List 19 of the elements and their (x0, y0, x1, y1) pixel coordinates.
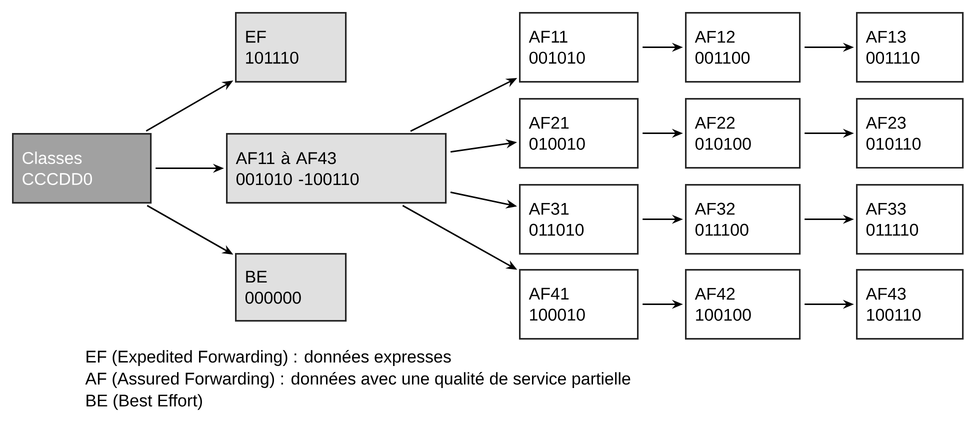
code-box: AF11 001010 (519, 12, 639, 83)
legend-note: EF (Expedited Forwarding) : données expresses (86, 350, 451, 366)
legend-note: AF (Assured Forwarding) : données avec une qualité de service partielle (85, 372, 630, 388)
code-box: AF41 100010 (519, 269, 639, 340)
code-box: Classes CCCDD0 (12, 133, 152, 204)
code-box: AF23 010110 (856, 98, 964, 169)
code-box: AF11 à AF43 001010 -100110 (226, 133, 447, 204)
code-box: AF13 001110 (856, 12, 964, 83)
code-box: BE 000000 (235, 253, 347, 322)
code-box: AF32 011100 (685, 184, 801, 255)
code-box: EF 101110 (235, 12, 347, 83)
legend-note: BE (Best Effort) (86, 394, 202, 410)
code-box: AF43 100110 (856, 269, 964, 340)
code-box: AF42 100100 (685, 269, 801, 340)
code-box: AF12 001100 (685, 12, 801, 83)
code-box: AF31 011010 (519, 184, 639, 255)
code-box: AF33 011110 (856, 184, 964, 255)
code-box: AF22 010100 (685, 98, 801, 169)
code-box: AF21 010010 (519, 98, 639, 169)
